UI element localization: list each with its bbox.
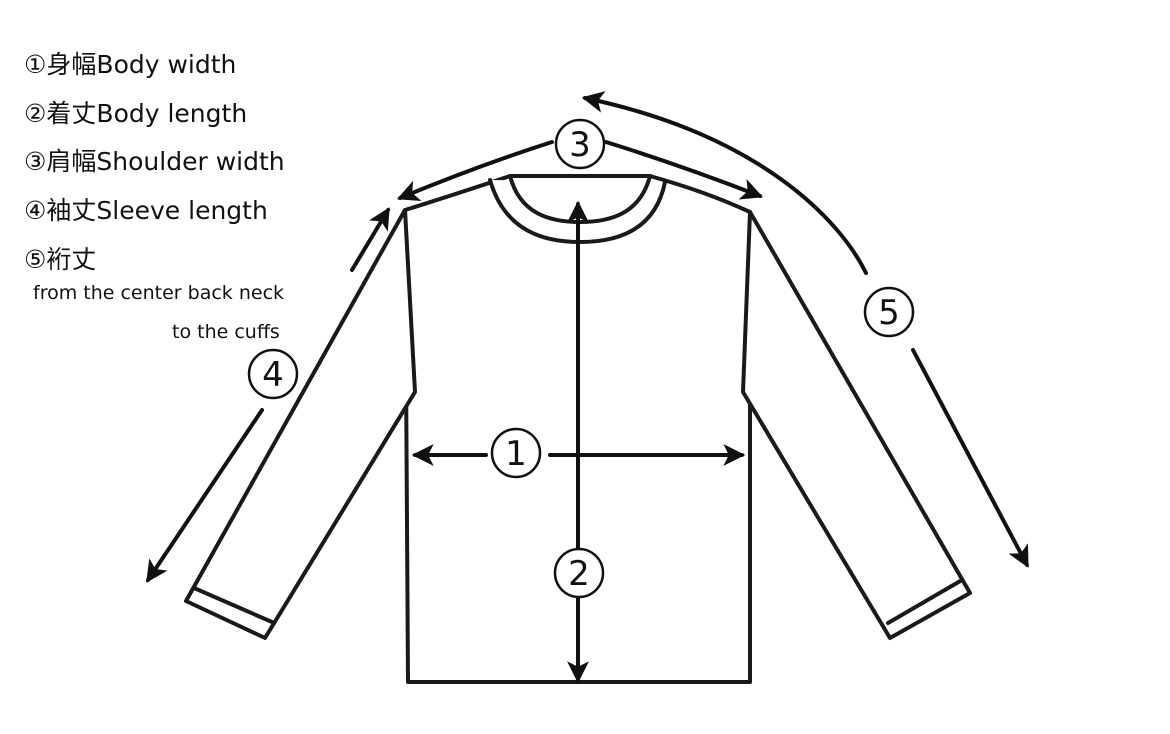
legend-marker: ②: [24, 99, 47, 128]
legend-note-line2: to the cuffs: [172, 321, 280, 343]
marker-label: 3: [569, 125, 591, 165]
yuki-length-arrow-upper: [581, 91, 868, 275]
legend-marker: ⑤: [24, 245, 47, 274]
legend-item-body-length: ②着丈Body length: [24, 99, 247, 129]
legend-item-yuki-length: ⑤裄丈: [24, 245, 96, 275]
marker-label: 4: [262, 355, 284, 395]
right-cuff-seam: [886, 578, 964, 625]
marker-shoulder-width: 3: [554, 118, 606, 170]
legend-text: 裄丈: [46, 245, 97, 274]
marker-body-length: 2: [553, 547, 605, 599]
shoulder-width-arrow-right: [604, 140, 764, 200]
marker-label: 2: [568, 554, 590, 594]
sleeve-length-arrow-upper: [350, 207, 390, 272]
shoulder-width-arrow-left: [396, 140, 554, 202]
left-cuff-seam: [192, 586, 274, 624]
legend-item-shoulder-width: ③肩幅Shoulder width: [24, 147, 285, 177]
yuki-length-arrow-lower: [911, 348, 1029, 568]
sleeve-length-arrow-lower: [146, 408, 264, 583]
legend-item-body-width: ①身幅Body width: [24, 50, 236, 80]
marker-sleeve-length: 4: [247, 348, 299, 400]
left-sleeve: [184, 208, 417, 640]
legend-note-line1: from the center back neck: [33, 282, 285, 304]
legend-text: 肩幅Shoulder width: [46, 147, 285, 176]
marker-label: 5: [878, 293, 900, 333]
measurement-arrows: [146, 91, 1029, 684]
marker-body-width: 1: [490, 427, 542, 479]
right-sleeve: [741, 210, 972, 640]
legend-marker: ③: [24, 147, 47, 176]
legend-marker: ①: [24, 50, 47, 79]
marker-yuki-length: 5: [863, 286, 915, 338]
legend-text: 袖丈Sleeve length: [46, 196, 268, 225]
legend-item-sleeve-length: ④袖丈Sleeve length: [24, 196, 268, 226]
legend-marker: ④: [24, 196, 47, 225]
legend-text: 着丈Body length: [46, 99, 248, 128]
legend-text: 身幅Body width: [46, 50, 237, 79]
marker-label: 1: [505, 434, 527, 474]
